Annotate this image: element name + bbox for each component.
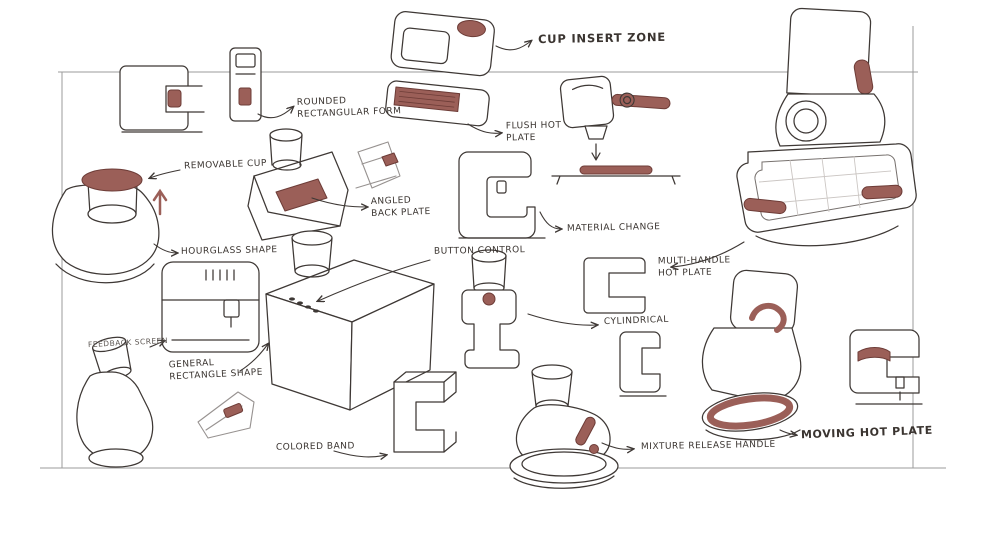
sketch-tilted-cup-machine: [76, 336, 154, 468]
annotation-colored-band: COLORED BAND: [275, 441, 355, 453]
sketch-angled-backplate-machine: [247, 128, 349, 241]
sketch-mixture-machine: [509, 364, 619, 489]
sketch-block-c-concept: [393, 371, 457, 453]
sketch-multi-handle-machine: [736, 7, 917, 247]
annotation-general-rectangle-shape: GENERAL RECTANGLE SHAPE: [168, 358, 264, 383]
sketch-rect-outline-concept: [583, 257, 646, 314]
sketch-moving-hotplate-machine: [701, 269, 802, 441]
sketch-hourglass-machine: [51, 168, 168, 284]
annotation-rounded-rectangular-form: ROUNDED RECTANGULAR FORM: [296, 96, 402, 120]
leader-lines: [150, 41, 796, 457]
sketch-small-profile-concept: [619, 331, 667, 397]
annotation-angled-back-plate: ANGLED BACK PLATE: [370, 195, 431, 219]
sketch-tall-compact-machine: [229, 47, 262, 122]
sketch-faint-concept: [355, 141, 401, 189]
sketch-c-profile-machine: [458, 151, 546, 239]
sketch-faint-angled-concept: [197, 391, 255, 439]
sketch-cylindrical-machine: [461, 249, 520, 369]
handle-accent: [749, 302, 787, 333]
annotation-multi-handle-hot-plate: MULTI-HANDLE HOT PLATE: [657, 255, 731, 279]
sketch-side-band-machine: [849, 329, 923, 405]
annotation-button-control: BUTTON CONTROL: [433, 245, 526, 257]
annotation-cylindrical: CYLINDRICAL: [603, 314, 669, 328]
sketch-front-view-machine: [161, 261, 260, 353]
annotation-hourglass-shape: HOURGLASS SHAPE: [180, 245, 278, 257]
sketch-cup-insert-machine: [385, 11, 495, 127]
annotation-material-change: MATERIAL CHANGE: [566, 222, 661, 234]
annotation-mixture-release-handle: MIXTURE RELEASE HANDLE: [640, 439, 776, 453]
sketch-espresso-side-view: [551, 75, 681, 185]
sketch-rectangle-body-machine: [265, 230, 435, 411]
annotation-flush-hot-plate: FLUSH HOT PLATE: [505, 120, 562, 144]
button-row: [289, 297, 319, 313]
annotation-cup-insert-zone: CUP INSERT ZONE: [537, 29, 667, 47]
sketch-side-profile-cup-machine: [119, 65, 205, 133]
